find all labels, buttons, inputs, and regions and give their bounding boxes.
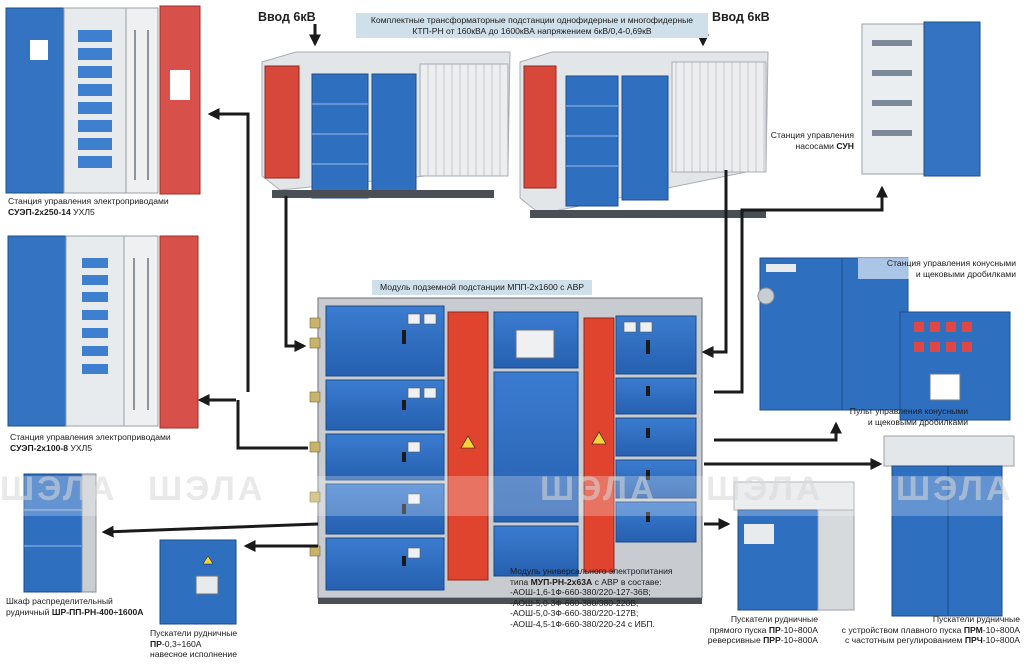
- arrow-to-suep250: [207, 108, 250, 392]
- arrow-to-crusher: [714, 421, 842, 442]
- prm-starter-image: [883, 435, 1015, 617]
- crusher-panel-caption: Пульт управления конусными и щековыми др…: [849, 406, 968, 427]
- watermark-text: ШЭЛА: [148, 470, 266, 508]
- crusher-station-caption: Станция управления конусными и щековыми …: [858, 258, 1016, 279]
- ktp-transformer-right-image: [519, 51, 769, 218]
- prm-caption: Пускатели рудничные с устройством плавно…: [841, 614, 1020, 645]
- prr-caption: Пускатели рудничные прямого пуска ПР-10÷…: [707, 614, 818, 645]
- watermark-text: ШЭЛА: [706, 470, 824, 508]
- mup-item: -АОШ-1,6-1Ф-660-380/220-127-36В;: [510, 587, 651, 597]
- sun-cabinet-image: [861, 21, 981, 177]
- arrow-transformer-left-to-mpp: [284, 196, 307, 352]
- arrow-to-sun: [714, 185, 888, 394]
- sun-caption: Станция управления насосами СУН: [770, 130, 854, 151]
- shr-cabinet-image: [23, 473, 97, 593]
- crusher-station-image: [757, 257, 1011, 421]
- mup-item: -АОШ-5,0-3Ф-660-380/220-127В;: [510, 608, 639, 618]
- input-6kv-left-label: Ввод 6кВ: [258, 10, 316, 24]
- arrow-to-shr: [101, 522, 319, 538]
- ktp-banner: Комплектные трансформаторные подстанции …: [356, 13, 708, 38]
- suep250-cabinet-image: [5, 5, 201, 195]
- pr-starter-image: [159, 539, 237, 625]
- watermark-text: ШЭЛА: [540, 470, 658, 508]
- ktp-transformer-left-image: [261, 51, 511, 199]
- suep100-caption: Станция управления электроприводами СУЭП…: [10, 432, 171, 453]
- watermark-text: ШЭЛА: [0, 470, 118, 508]
- input-6kv-right-label: Ввод 6кВ: [712, 10, 770, 24]
- suep250-caption: Станция управления электроприводами СУЭП…: [8, 196, 169, 217]
- suep100-cabinet-image: [7, 235, 199, 429]
- mpp-caption: Модуль подземной подстанции МПП-2х1600 с…: [372, 280, 593, 295]
- arrow-transformer-right-to-mpp: [701, 170, 728, 358]
- ktp-banner-line2: КТП-РН от 160кВА до 1600кВА напряжением …: [412, 25, 652, 36]
- pr-caption: Пускатели рудничные ПР-0,3÷160А навесное…: [150, 628, 238, 659]
- mpp-module-image: [309, 297, 703, 604]
- connection-arrows: [101, 22, 888, 552]
- mup-item: -АОШ-4,5-1Ф-660-380/220-24 с ИБП.: [510, 618, 655, 629]
- ktp-banner-line1: Комплектные трансформаторные подстанции …: [370, 15, 694, 25]
- prr-starter-image: [733, 481, 855, 611]
- mup-item: -АОШ-5,0-3Ф-660-380/380-220В;: [510, 597, 639, 608]
- mup-caption: Модуль универсального электропитания тип…: [510, 566, 710, 629]
- shr-caption: Шкаф распределительный рудничный ШР-ПП-Р…: [6, 596, 144, 617]
- watermark-text: ШЭЛА: [896, 470, 1014, 508]
